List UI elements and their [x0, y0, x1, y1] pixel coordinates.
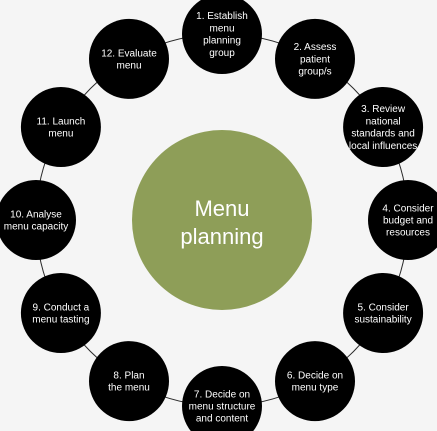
step-label-line: budget and — [383, 216, 433, 227]
step-node: 5. Consider sustainability — [343, 273, 424, 353]
step-label-line: menu tasting — [32, 315, 89, 326]
step-label-line: 6. Decide on — [287, 371, 343, 382]
step-node: 12. Evaluate menu — [89, 18, 169, 99]
step-circle — [89, 18, 169, 99]
step-label-line: the menu — [108, 383, 150, 394]
step-node: 9. Conduct a menu tasting — [20, 273, 101, 353]
step-node: 10. Analyse menu capacity — [0, 180, 76, 260]
step-circle — [343, 273, 424, 353]
step-label-line: menu structure — [189, 402, 256, 413]
step-label-line: local influences — [349, 141, 417, 152]
step-label-line: 4. Consider — [382, 203, 434, 214]
step-label-line: patient — [300, 54, 330, 65]
step-label-line: 8. Plan — [113, 371, 144, 382]
step-label-line: 11. Launch — [37, 116, 86, 127]
step-label-line: 7. Decide on — [194, 389, 250, 400]
step-label: 5. Consider sustainability — [354, 302, 411, 325]
step-label-line: 10. Analyse — [10, 209, 62, 220]
center-label-line: Menu — [194, 196, 249, 221]
step-label-line: standards and — [351, 129, 414, 140]
step-label: 12. Evaluate menu — [101, 48, 157, 71]
center-hub: Menu planning — [132, 130, 312, 310]
step-circle — [275, 341, 355, 422]
step-label-line: 9. Conduct a — [33, 302, 90, 313]
step-circle — [20, 273, 101, 353]
step-label-line: 2. Assess — [294, 42, 337, 53]
step-circle — [89, 341, 169, 422]
step-label-line: 12. Evaluate — [101, 48, 157, 59]
step-label-line: menu — [116, 61, 141, 72]
step-label-line: 1. Establish — [196, 11, 248, 22]
step-label: 10. Analyse menu capacity — [4, 209, 68, 232]
step-label-line: menu — [48, 129, 73, 140]
step-node: 11. Launch menu — [20, 87, 101, 167]
step-circle — [368, 180, 437, 260]
step-circle — [275, 18, 355, 99]
step-circle — [182, 0, 262, 74]
center-label-line: planning — [180, 224, 263, 249]
step-label-line: 5. Consider — [358, 302, 410, 313]
step-label-line: menu type — [292, 383, 339, 394]
step-circle — [20, 87, 101, 167]
step-circle — [0, 180, 76, 260]
step-label-line: national — [366, 116, 401, 127]
step-label: 9. Conduct a menu tasting — [32, 302, 89, 325]
step-circle — [343, 87, 424, 167]
step-label-line: group/s — [298, 67, 331, 78]
step-label-line: 3. Review — [361, 104, 406, 115]
step-label-line: planning — [203, 36, 241, 47]
step-label-line: menu capacity — [4, 222, 68, 233]
step-label: 11. Launch menu — [37, 116, 86, 139]
step-label-line: menu — [209, 23, 234, 34]
step-circle — [182, 366, 262, 431]
step-label-line: group — [209, 48, 235, 59]
step-label-line: resources — [386, 228, 430, 239]
center-label: Menu planning — [180, 196, 263, 249]
step-label-line: sustainability — [354, 315, 411, 326]
step-label-line: and content — [196, 414, 248, 425]
center-circle — [132, 130, 312, 310]
